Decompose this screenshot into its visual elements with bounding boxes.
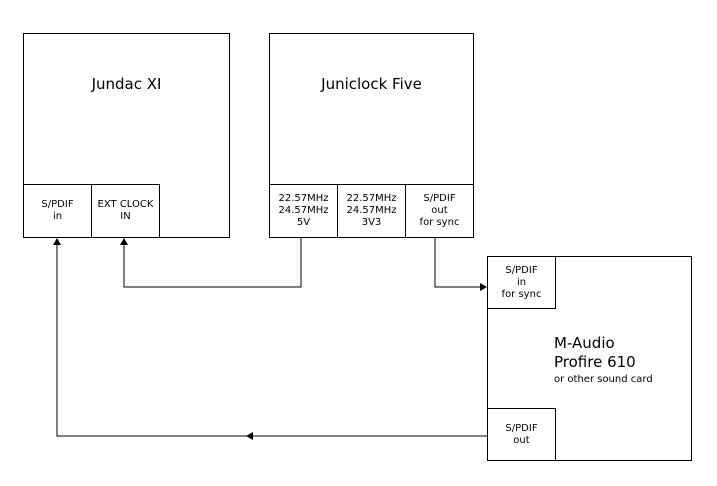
jundac-ext-clock-label-1: EXT CLOCK <box>97 199 154 210</box>
juniclock-5v-label-2: 24.57MHz <box>278 205 329 216</box>
jundac-ext-clock-in-port: EXT CLOCK IN <box>91 184 160 238</box>
juniclock-5v-label-3: 5V <box>296 217 311 228</box>
arrowhead-ext-clock-in <box>120 238 128 245</box>
maudio-title-line-2: Profire 610 <box>554 353 636 371</box>
arrowhead-return-direction <box>246 432 253 440</box>
maudio-spdif-in-label-2: in <box>516 276 527 288</box>
arrowhead-maudio-spdif-in <box>480 283 487 291</box>
maudio-spdif-out-port: S/PDIF out <box>487 408 556 461</box>
juniclock-3v3-port: 22.57MHz 24.57MHz 3V3 <box>337 184 406 238</box>
juniclock-five-title: Juniclock Five <box>321 75 422 93</box>
maudio-spdif-in-label-1: S/PDIF <box>505 264 538 276</box>
juniclock-5v-port: 22.57MHz 24.57MHz 5V <box>269 184 338 238</box>
maudio-spdif-in-sync-port: S/PDIF in for sync <box>487 256 556 309</box>
wire-clock-5v-to-ext-clock <box>123 238 302 288</box>
maudio-subtitle: or other sound card <box>554 374 653 385</box>
wire-spdif-return <box>56 244 487 437</box>
maudio-spdif-out-label-2: out <box>513 434 530 446</box>
juniclock-3v3-label-3: 3V3 <box>361 217 382 228</box>
jundac-xi-title: Jundac XI <box>91 75 162 93</box>
wire-spdif-sync <box>434 238 481 288</box>
maudio-spdif-in-label-3: for sync <box>501 288 542 300</box>
juniclock-spdif-out-port: S/PDIF out for sync <box>405 184 474 238</box>
jundac-spdif-in-label-2: in <box>52 211 63 222</box>
juniclock-spdif-out-label-2: out <box>431 205 448 216</box>
jundac-spdif-in-port: S/PDIF in <box>23 184 92 238</box>
juniclock-spdif-out-label-1: S/PDIF <box>423 193 456 204</box>
juniclock-3v3-label-2: 24.57MHz <box>346 205 397 216</box>
jundac-spdif-in-label-1: S/PDIF <box>41 199 74 210</box>
maudio-title-block: M-Audio Profire 610 or other sound card <box>554 334 653 386</box>
jundac-ext-clock-label-2: IN <box>120 211 131 222</box>
maudio-title-line-1: M-Audio <box>554 334 615 352</box>
arrowhead-jundac-spdif-in <box>53 238 61 245</box>
maudio-spdif-out-label-1: S/PDIF <box>505 422 538 434</box>
juniclock-5v-label-1: 22.57MHz <box>278 193 329 204</box>
juniclock-3v3-label-1: 22.57MHz <box>346 193 397 204</box>
juniclock-spdif-out-label-3: for sync <box>419 217 460 228</box>
